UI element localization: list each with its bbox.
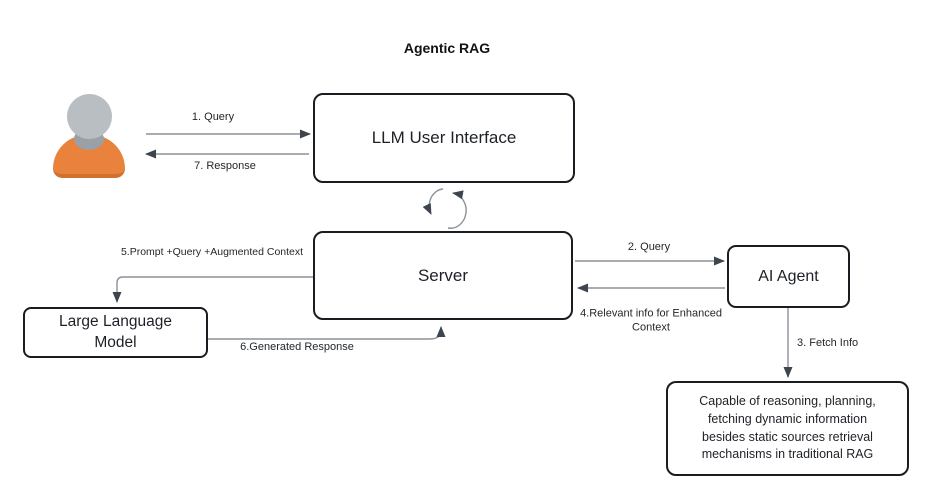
- label-6-generated-response: 6.Generated Response: [240, 340, 354, 353]
- label-2-query: 2. Query: [627, 240, 671, 253]
- note-agent-capabilities: Capable of reasoning, planning, fetching…: [666, 381, 909, 476]
- arrow-6-generated-response: [208, 326, 446, 340]
- node-llm-user-interface-label: LLM User Interface: [371, 128, 517, 147]
- label-7-response: 7. Response: [194, 159, 256, 172]
- node-large-language-model-line2: Model: [94, 333, 137, 351]
- diagram-title: Agentic RAG: [403, 40, 491, 56]
- node-server-label: Server: [417, 265, 469, 285]
- user-avatar: [45, 88, 135, 183]
- label-3-fetch-info: 3. Fetch Info: [797, 336, 859, 349]
- label-5-prompt-context: 5.Prompt +Query +Augmented Context: [120, 246, 304, 259]
- node-ai-agent: AI Agent: [727, 245, 850, 308]
- label-4-line2: Context: [632, 322, 670, 334]
- note-line-3: besides static sources retrieval: [702, 429, 873, 444]
- node-large-language-model: Large Language Model: [23, 307, 208, 358]
- node-ai-agent-label: AI Agent: [758, 267, 819, 285]
- label-1-query: 1. Query: [191, 110, 235, 123]
- label-4-relevant-info: 4.Relevant info for Enhanced Context: [580, 307, 722, 336]
- node-llm-user-interface: LLM User Interface: [313, 93, 575, 183]
- avatar-head: [67, 94, 112, 139]
- sync-cycle-icon: [422, 188, 467, 229]
- note-line-1: Capable of reasoning, planning,: [699, 394, 876, 408]
- note-line-2: fetching dynamic information: [707, 411, 868, 426]
- node-server: Server: [313, 231, 573, 320]
- node-large-language-model-line1: Large Language: [59, 313, 172, 331]
- note-line-4: mechanisms in traditional RAG: [701, 447, 874, 462]
- label-4-line1: 4.Relevant info for Enhanced: [580, 307, 722, 320]
- arrow-5-prompt-context: [112, 276, 313, 303]
